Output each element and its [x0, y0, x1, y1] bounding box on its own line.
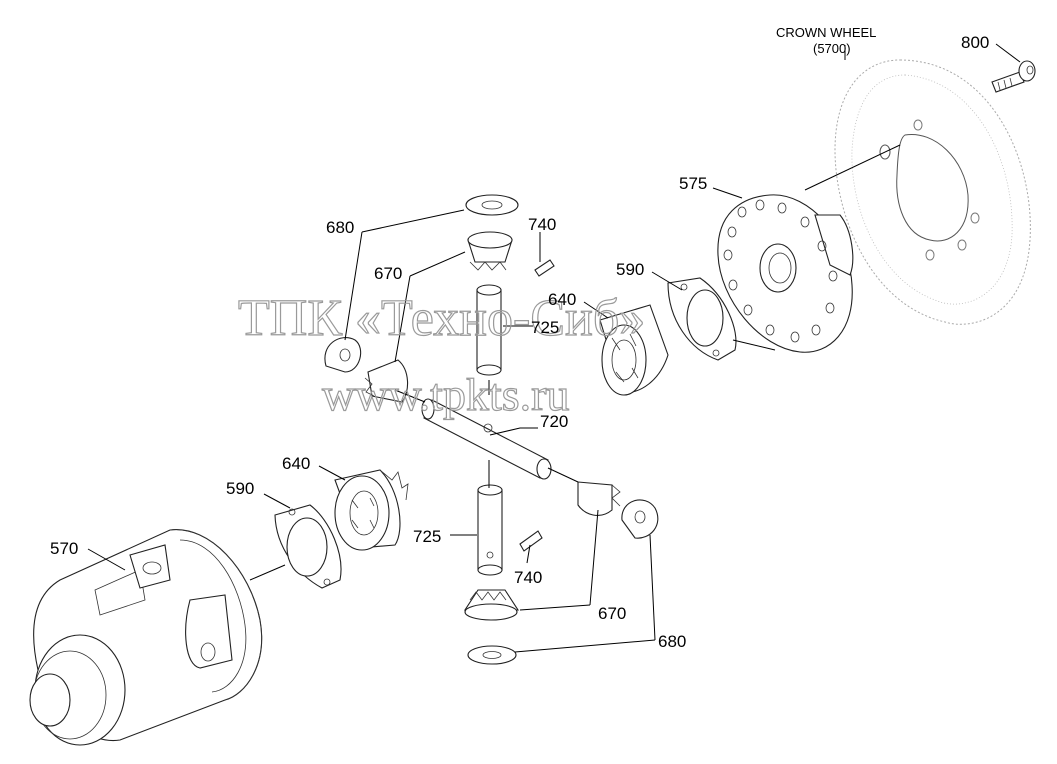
callout-740-bottom: 740 — [514, 568, 542, 587]
planet-gear-670-bottom-part — [463, 589, 520, 621]
callout-725-top: 725 — [531, 318, 559, 337]
callout-680-bottom: 680 — [658, 632, 686, 651]
callout-720: 720 — [540, 412, 568, 431]
callout-740-top: 740 — [528, 215, 556, 234]
crown-wheel-title: CROWN WHEEL — [776, 25, 876, 40]
callout-725-bottom: 725 — [413, 527, 441, 546]
side-gear-640-lower-part — [334, 469, 409, 551]
assembly-axis-lines — [249, 144, 901, 581]
side-gear-640-upper-part — [599, 304, 669, 396]
callout-800: 800 — [961, 33, 989, 52]
callout-575: 575 — [679, 174, 707, 193]
watermark-url: www.tpkts.ru — [322, 369, 569, 420]
callout-680-top: 680 — [326, 218, 354, 237]
roll-pin-740-upper-part — [534, 259, 555, 277]
crown-wheel-ref: (5700) — [813, 41, 851, 56]
washer-680-top-part — [465, 194, 519, 216]
callout-570: 570 — [50, 539, 78, 558]
watermark-company: ТПК «Техно-Сиб» — [238, 290, 645, 347]
crown-wheel-part — [834, 59, 1031, 325]
callout-670-bottom: 670 — [598, 604, 626, 623]
callout-640-top: 640 — [548, 290, 576, 309]
leader-lines — [87, 43, 1021, 653]
thrust-washer-590-lower-part — [274, 504, 342, 589]
bolt-800-part — [991, 60, 1036, 93]
planet-gear-670-right-part — [577, 481, 621, 516]
callout-590-top: 590 — [616, 260, 644, 279]
callout-640-bottom: 640 — [282, 454, 310, 473]
washer-680-right-part — [621, 499, 659, 539]
planet-gear-670-top-part — [467, 231, 513, 271]
case-half-575-part — [717, 194, 854, 353]
pin-725-lower-part — [477, 484, 503, 576]
washer-680-bottom-part — [467, 645, 517, 665]
callout-670-top: 670 — [374, 264, 402, 283]
roll-pin-740-lower-part — [519, 530, 543, 552]
pin-725-upper-part — [476, 284, 502, 376]
cross-shaft-720-part — [421, 398, 552, 480]
callout-590-bottom: 590 — [226, 479, 254, 498]
case-half-570-part — [29, 529, 263, 746]
washer-680-left-part — [324, 337, 362, 373]
thrust-washer-590-upper-part — [667, 277, 737, 361]
